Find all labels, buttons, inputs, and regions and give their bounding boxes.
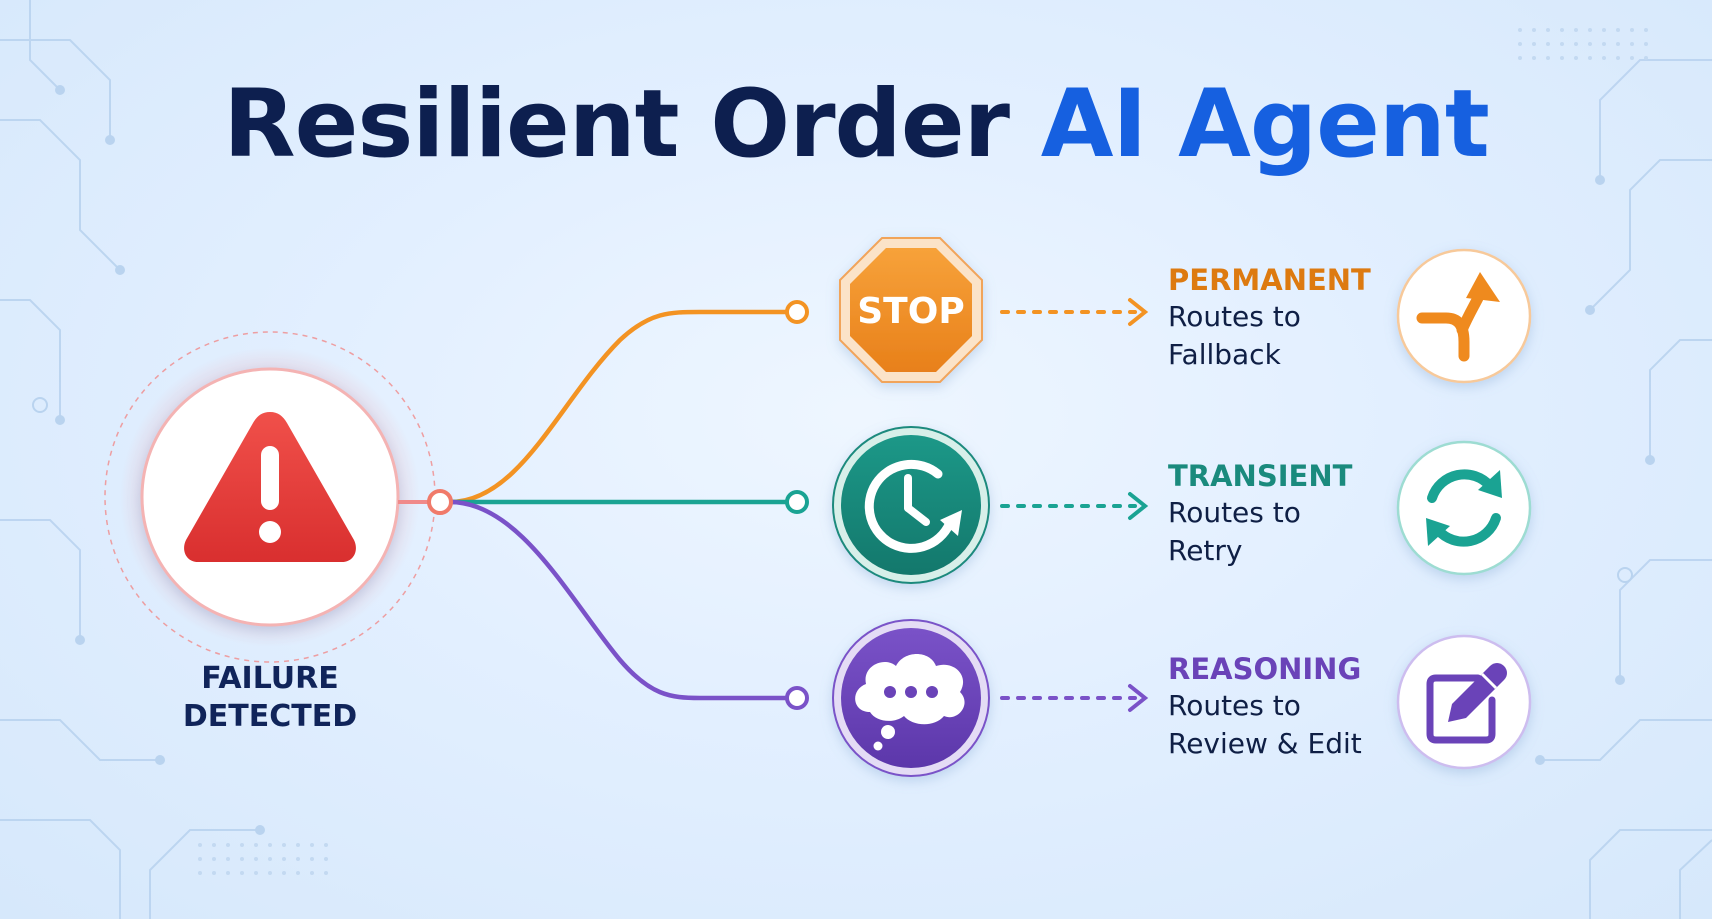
- branch-body-line-2: Review & Edit: [1168, 727, 1362, 760]
- branch-heading: TRANSIENT: [1168, 459, 1353, 493]
- failure-label-line-2: DETECTED: [182, 699, 358, 734]
- branch-heading: PERMANENT: [1168, 263, 1371, 297]
- edit-pencil-icon: [1396, 634, 1532, 770]
- page-title: Resilient Order AI Agent: [0, 70, 1712, 180]
- title-part-2: AI Agent: [1040, 70, 1490, 179]
- stop-sign-icon: [839, 237, 983, 383]
- branch-transient-label: TRANSIENT Routes to Retry: [1168, 458, 1408, 570]
- clock-retry-icon: [832, 426, 990, 584]
- failure-detected-label: FAILURE DETECTED: [140, 660, 400, 736]
- failure-node: [104, 331, 436, 663]
- refresh-icon: [1396, 440, 1532, 576]
- failure-label-line-1: FAILURE: [201, 661, 339, 696]
- fork-arrow-icon: [1396, 248, 1532, 384]
- connector-reasoning: [449, 499, 795, 701]
- branch-body-line-2: Retry: [1168, 534, 1243, 567]
- branch-body-line-1: Routes to: [1168, 300, 1301, 333]
- title-part-1: Resilient Order: [223, 70, 1010, 179]
- branch-heading: REASONING: [1168, 652, 1362, 686]
- connector-permanent: [449, 309, 795, 505]
- junction-dot: [427, 489, 453, 515]
- branch-body-line-2: Fallback: [1168, 338, 1281, 371]
- branch-reasoning-label: REASONING Routes to Review & Edit: [1168, 651, 1408, 763]
- stop-sign-text: STOP: [857, 291, 965, 332]
- branch-body-line-1: Routes to: [1168, 496, 1301, 529]
- thought-bubble-icon: [832, 619, 990, 777]
- warning-triangle-icon: [184, 412, 356, 562]
- branch-body-line-1: Routes to: [1168, 689, 1301, 722]
- branch-permanent-label: PERMANENT Routes to Fallback: [1168, 262, 1408, 374]
